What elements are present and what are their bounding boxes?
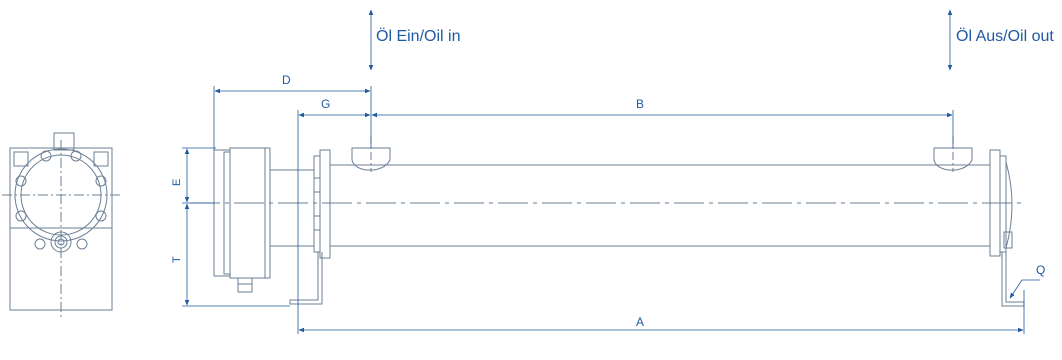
end-cap-housing	[213, 149, 231, 277]
end-view	[2, 132, 120, 320]
q-leader	[1009, 279, 1040, 299]
label-dim-a: A	[636, 315, 644, 329]
label-dim-d: D	[282, 73, 291, 87]
oil-in-port	[351, 147, 391, 171]
bolt-hole	[40, 150, 52, 162]
label-dim-g: G	[321, 97, 330, 111]
side-view	[190, 136, 1025, 307]
bolt-hole	[95, 175, 107, 187]
label-dim-b: B	[636, 97, 644, 111]
cable-gland	[237, 277, 253, 293]
bolt-hole	[15, 175, 27, 187]
labels: Öl Ein/Oil in Öl Aus/Oil out D G B A E T…	[171, 27, 1054, 329]
label-oil-out: Öl Aus/Oil out	[956, 27, 1054, 45]
oil-out-port	[933, 147, 973, 171]
label-dim-q: Q	[1036, 263, 1045, 277]
bolt-hole	[15, 210, 27, 222]
label-dim-e: E	[171, 179, 183, 186]
left-bracket	[289, 252, 323, 305]
label-oil-in: Öl Ein/Oil in	[376, 27, 460, 45]
left-flange	[319, 149, 331, 259]
label-dim-t: T	[171, 256, 183, 263]
dimensions	[182, 9, 1040, 334]
bolt-hole	[70, 150, 82, 162]
bolt-hole	[95, 210, 107, 222]
bolt-hole	[34, 238, 46, 250]
end-view-top-tab	[53, 132, 75, 151]
right-bracket	[1001, 252, 1025, 307]
bolt-hole	[76, 238, 88, 250]
